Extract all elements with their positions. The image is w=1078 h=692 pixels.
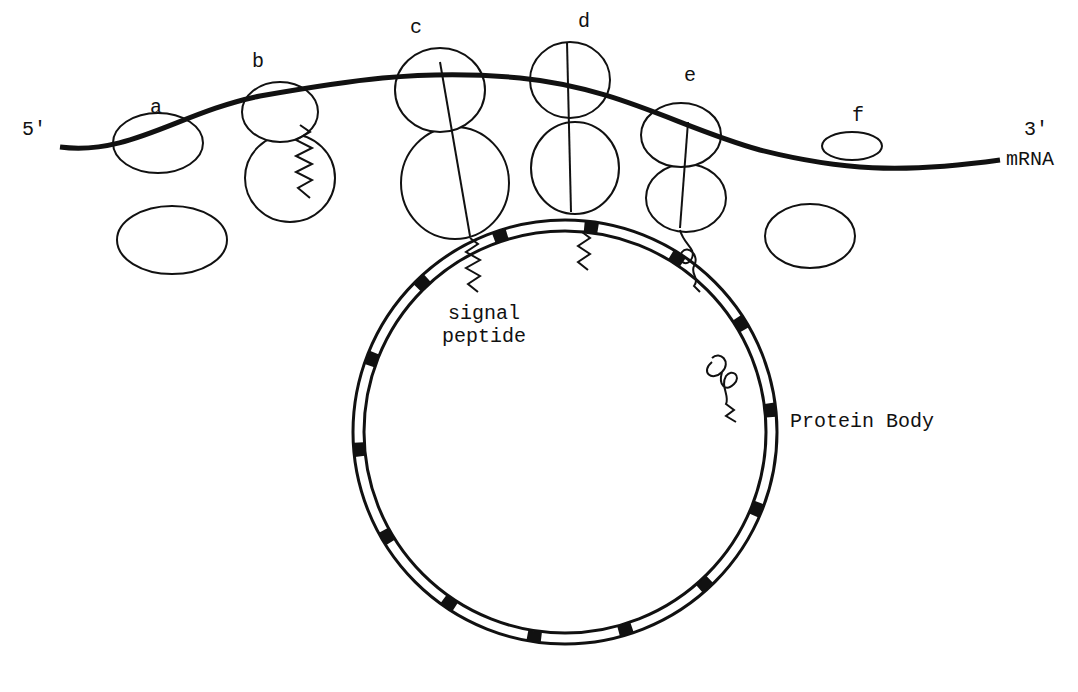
membrane-inner [364, 231, 766, 633]
signal-peptide [578, 232, 590, 270]
strand-end: 3' [1024, 118, 1048, 141]
released-protein [707, 355, 737, 422]
nascent-peptide [680, 122, 688, 228]
molecule-name: mRNA [1006, 148, 1054, 171]
part-name: signal peptide [432, 302, 536, 348]
callout-letter: f [852, 104, 864, 127]
nascent-peptide [440, 62, 470, 236]
ribosome-subunit [245, 134, 335, 222]
ribosome-subunit [822, 132, 882, 160]
signal-peptide [466, 238, 480, 292]
ribosome-subunit [395, 48, 485, 132]
nascent-peptide [296, 125, 312, 198]
callout-letter: b [252, 50, 264, 73]
callout-letter: a [150, 96, 162, 119]
callout-letter: c [410, 16, 422, 39]
nascent-peptide [567, 42, 571, 212]
ribosome-subunit [765, 204, 855, 268]
signal-peptide [680, 230, 700, 292]
part-name: Protein Body [790, 410, 934, 433]
mrna-strand [60, 75, 1000, 169]
callout-letter: d [578, 10, 590, 33]
ribosome-subunit [531, 122, 619, 214]
membrane-pores [359, 226, 772, 639]
ribosome-subunit [117, 206, 227, 274]
callout-letter: e [684, 64, 696, 87]
strand-end: 5' [22, 118, 46, 141]
membrane-outer [353, 220, 777, 644]
ribosome-subunit [646, 164, 726, 232]
